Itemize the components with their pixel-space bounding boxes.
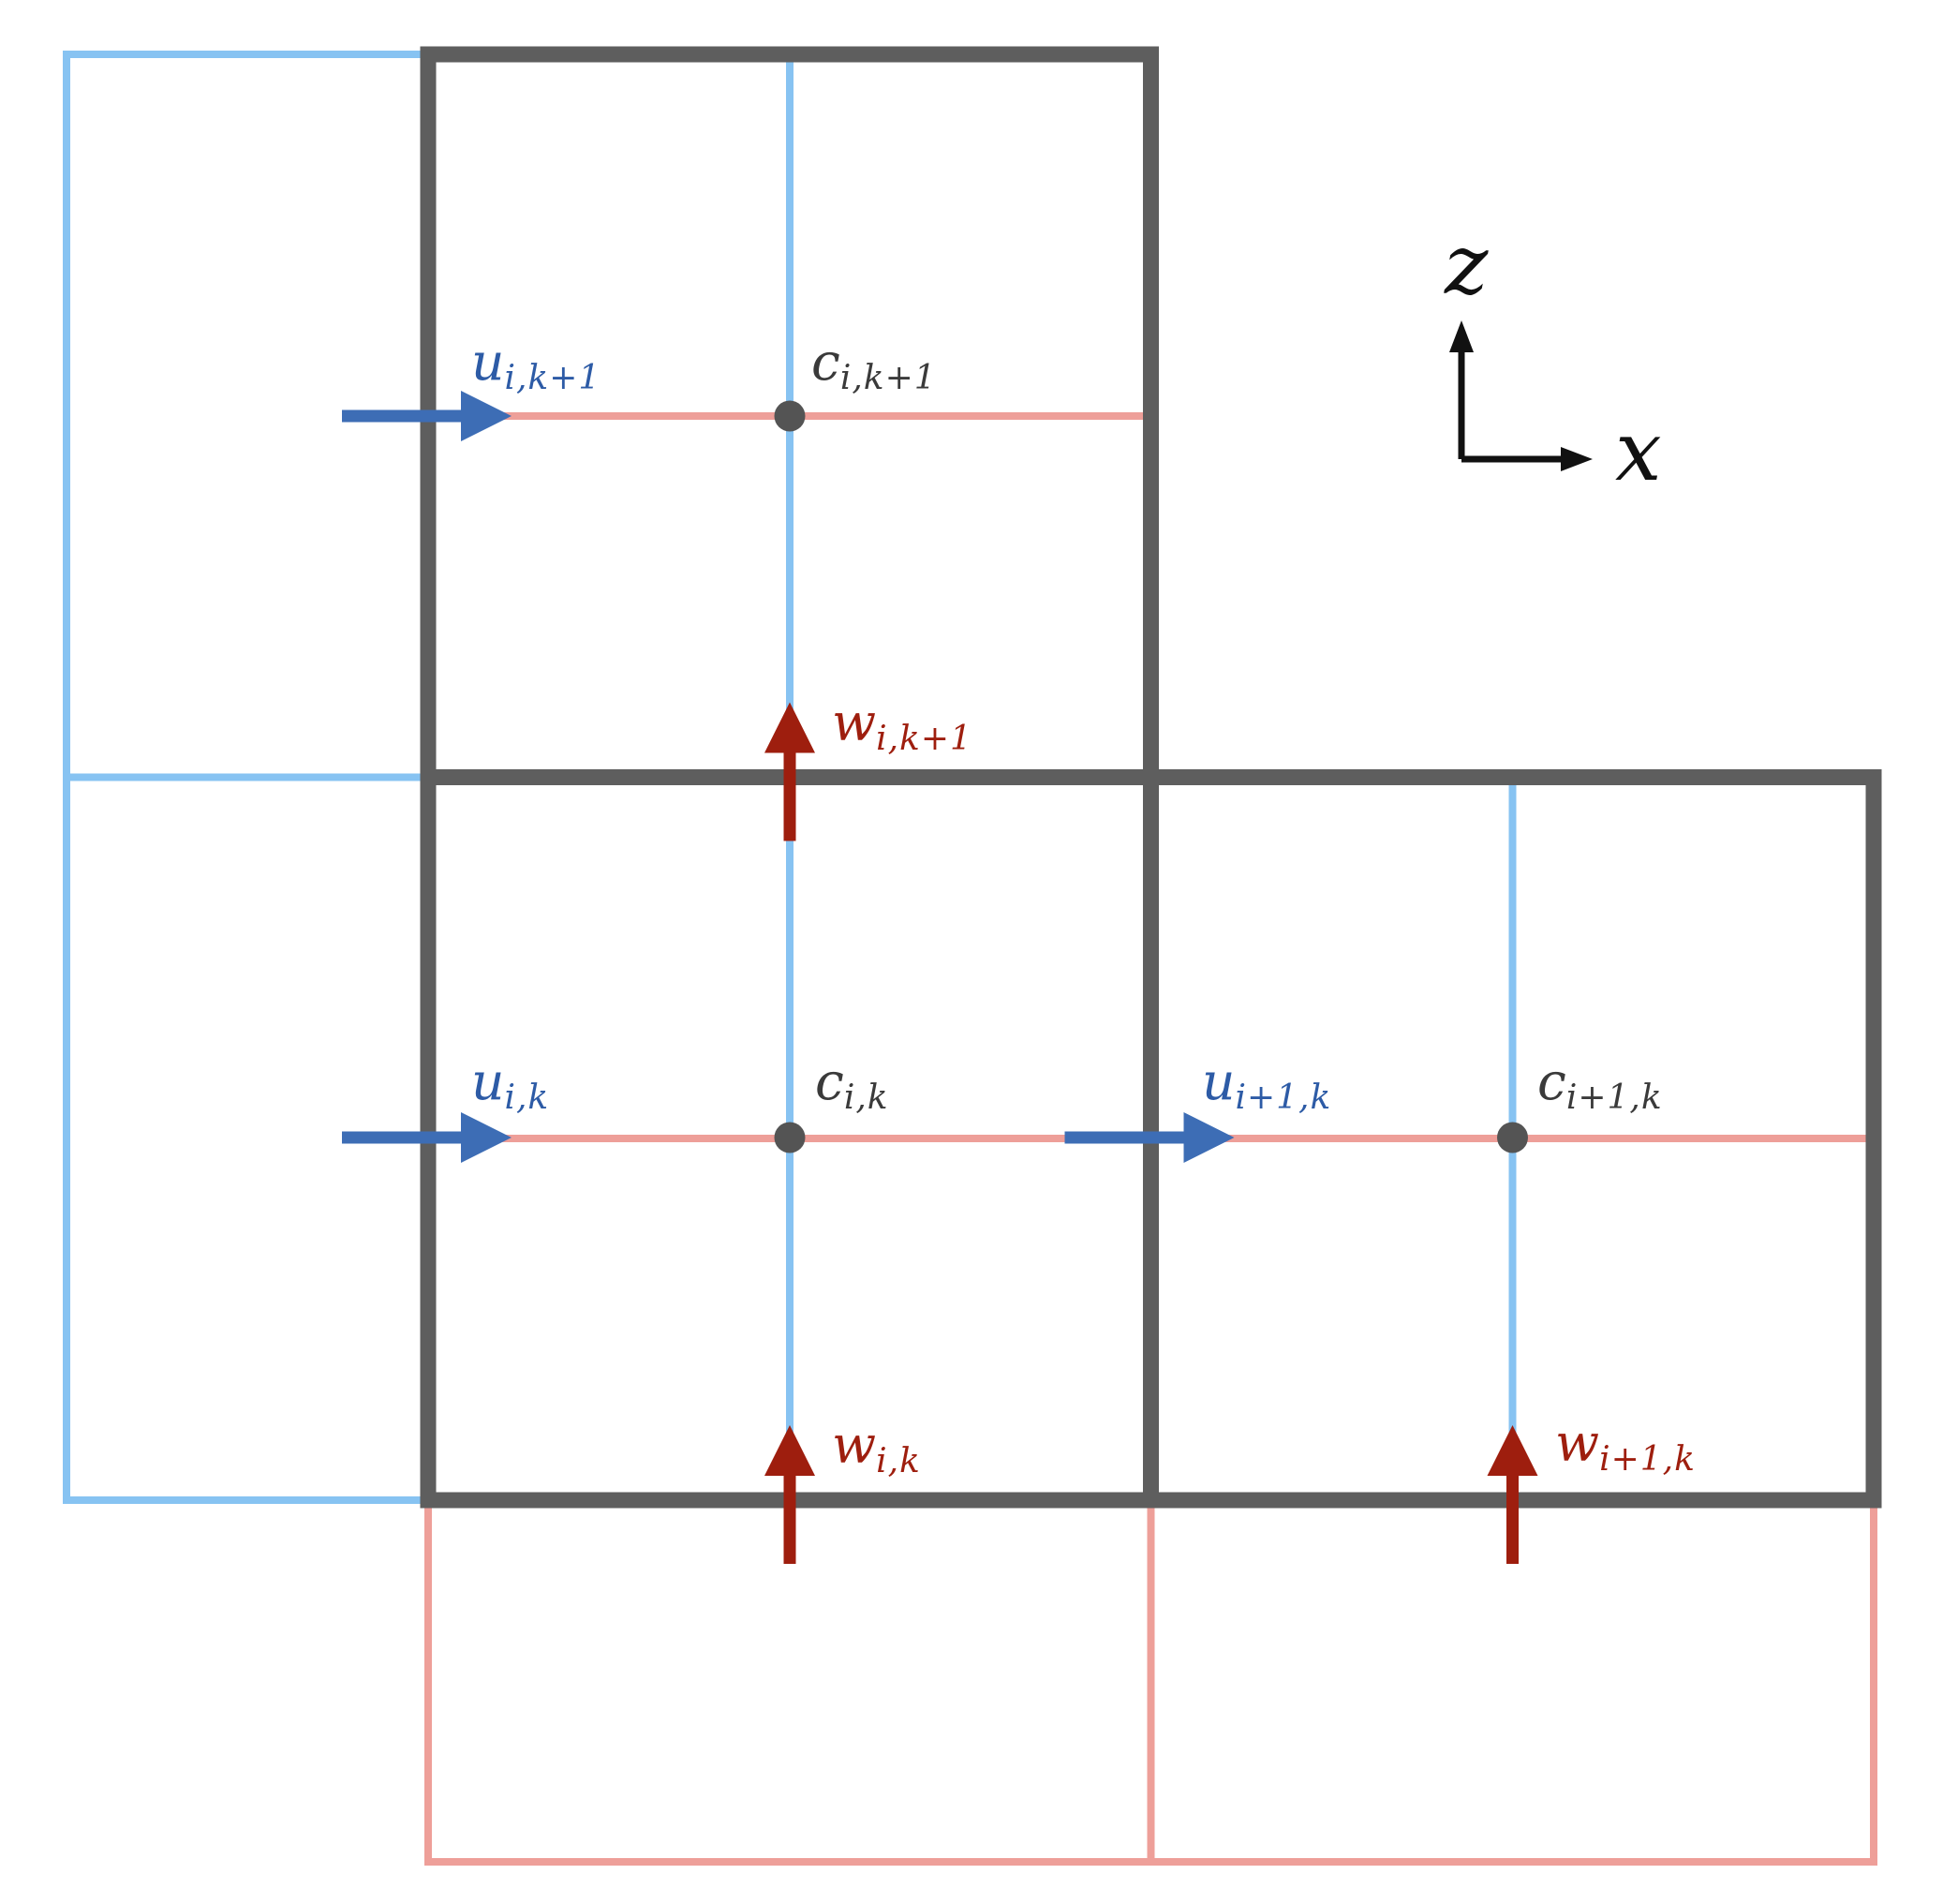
u-arrow-iplus1-k bbox=[1064, 1112, 1235, 1163]
w-arrow-iplus1-k bbox=[1487, 1425, 1538, 1564]
label-subscript: i+1,k bbox=[1599, 1440, 1696, 1479]
label-w-iplus1-k: wi+1,k bbox=[1555, 1413, 1696, 1479]
label-subscript: i,k bbox=[504, 1078, 549, 1117]
label-main: w bbox=[1555, 1413, 1599, 1473]
cell-center-dot-i-k bbox=[774, 1122, 806, 1153]
label-main: c bbox=[811, 332, 840, 392]
axis-z-label: z bbox=[1444, 216, 1489, 313]
axis-lines bbox=[1458, 350, 1563, 463]
u-arrow-i-kplus1 bbox=[342, 391, 512, 441]
label-main: w bbox=[832, 692, 876, 752]
label-main: w bbox=[832, 1415, 876, 1475]
label-main: u bbox=[1202, 1051, 1235, 1111]
label-u-i-kplus1: ui,k+1 bbox=[471, 332, 601, 397]
label-main: u bbox=[471, 332, 504, 392]
label-u-i-k: ui,k bbox=[471, 1051, 549, 1117]
label-subscript: i,k+1 bbox=[876, 720, 972, 758]
w-arrow-i-k bbox=[764, 1425, 815, 1564]
label-subscript: i,k bbox=[844, 1078, 889, 1117]
label-c-i-k: ci,k bbox=[815, 1051, 889, 1117]
label-u-iplus1-k: ui+1,k bbox=[1202, 1051, 1331, 1117]
cell-center-dot-i-kplus1 bbox=[774, 400, 806, 432]
label-main: c bbox=[815, 1051, 844, 1111]
label-subscript: i+1,k bbox=[1566, 1078, 1663, 1117]
w-arrow-i-kplus1 bbox=[764, 702, 815, 841]
label-main: c bbox=[1537, 1051, 1566, 1111]
label-subscript: i+1,k bbox=[1235, 1078, 1331, 1117]
label-subscript: i,k+1 bbox=[504, 359, 601, 397]
axis-z-arrowhead-icon bbox=[1449, 320, 1474, 352]
label-c-i-kplus1: ci,k+1 bbox=[811, 332, 937, 397]
label-subscript: i,k+1 bbox=[840, 359, 937, 397]
label-main: u bbox=[471, 1051, 504, 1111]
label-w-i-k: wi,k bbox=[832, 1415, 921, 1480]
label-c-iplus1-k: ci+1,k bbox=[1537, 1051, 1663, 1117]
label-subscript: i,k bbox=[876, 1442, 921, 1480]
axes-indicator: z x bbox=[1444, 216, 1662, 499]
axis-x-arrowhead-icon bbox=[1561, 447, 1593, 471]
u-arrow-i-k bbox=[342, 1112, 512, 1163]
axis-x-label: x bbox=[1615, 403, 1662, 499]
label-w-i-kplus1: wi,k+1 bbox=[832, 692, 972, 758]
cell-center-dot-iplus1-k bbox=[1497, 1122, 1528, 1153]
